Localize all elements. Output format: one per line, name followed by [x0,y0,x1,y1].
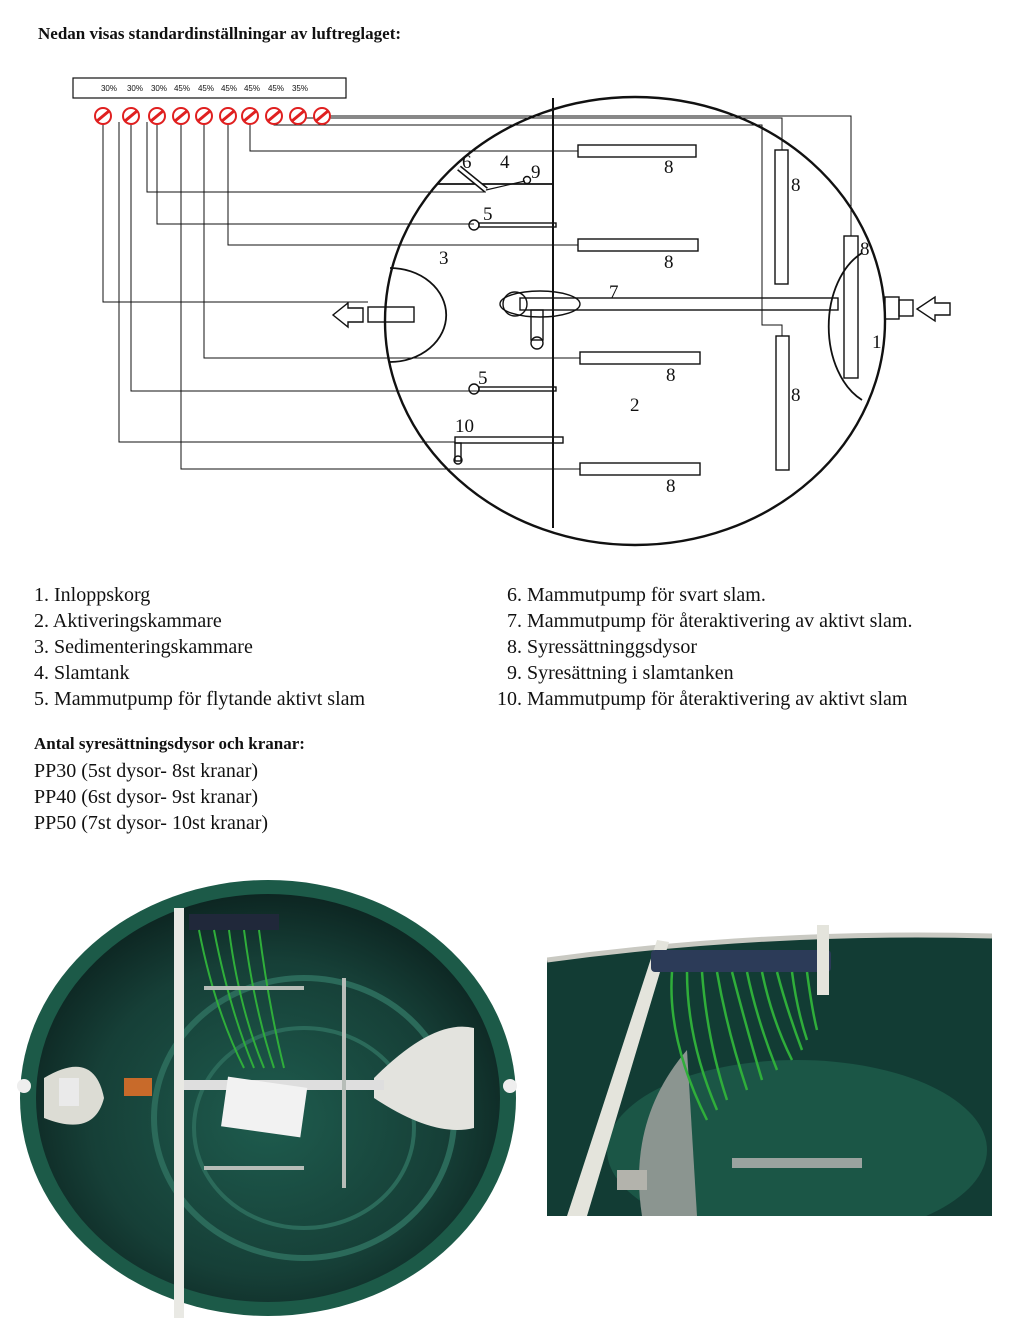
page-heading: Nedan visas standardinställningar av luf… [38,24,402,43]
aeration-nozzle [774,149,789,285]
aeration-nozzle [579,462,701,476]
air-hose [102,122,368,303]
air-hose [273,122,783,336]
air-hose [130,122,479,392]
valve-setting: 45% [268,84,284,93]
pump-5-upper [468,219,480,231]
outlet-chamber [389,267,448,363]
label-8: 8 [860,239,870,260]
label-6: 6 [462,152,472,173]
air-hose [118,122,455,443]
model-item: PP30 (5st dysor- 8st kranar) [34,760,259,782]
air-valve-icon [313,107,331,125]
legend-item: 5. Mammutpump för flytande aktivt slam [34,688,366,710]
air-valve-icon [265,107,283,125]
valve-setting: 45% [221,84,237,93]
valve-setting: 30% [151,84,167,93]
air-valve-icon [195,107,213,125]
valve-setting: 30% [127,84,143,93]
tank-outline [383,95,887,547]
air-hose [249,122,578,152]
label-8: 8 [666,476,676,497]
legend-item: 4. Slamtank [34,662,130,684]
tank-photo-top-view [17,880,517,1318]
pump-7-pipe [519,297,839,311]
label-3: 3 [439,248,449,269]
air-valve-icon [94,107,112,125]
outlet-pipe [367,306,415,323]
label-8: 8 [664,252,674,273]
air-hose [146,122,486,193]
legend-item: 2. Aktiveringskammare [34,610,222,632]
inlet-pipe [884,296,900,320]
legend-item: 7. Mammutpump för återaktivering av akti… [507,610,913,632]
legend-item: 1. Inloppskorg [34,584,151,606]
label-7: 7 [609,282,619,303]
valve-setting: 45% [244,84,260,93]
models-heading: Antal syresättningsdysor och kranar: [34,734,305,753]
label-8: 8 [666,365,676,386]
valve-setting: 45% [174,84,190,93]
pump-10 [454,436,564,444]
label-2: 2 [630,395,640,416]
label-8: 8 [791,175,801,196]
air-control-diagram: 30% 30% 30% 45% 45% 45% 45% 45% 35% 1 2 … [72,77,951,547]
label-8: 8 [791,385,801,406]
air-hose [180,122,580,470]
legend-item: 9. Syresättning i slamtanken [507,662,734,684]
air-valve-icon [219,107,237,125]
inlet-arrow [915,295,951,323]
air-valve-icon [172,107,190,125]
aeration-nozzle [577,144,697,158]
air-hose [156,122,474,225]
label-8: 8 [664,157,674,178]
legend-item: 3. Sedimenteringskammare [34,636,253,658]
pump-7-body [499,290,581,318]
air-valve-icon [148,107,166,125]
label-9: 9 [531,162,541,183]
outlet-arrow [331,301,364,329]
valve-setting: 30% [101,84,117,93]
legend-right: 6. Mammutpump för svart slam. 7. Mammutp… [490,582,912,712]
valve-box [72,77,347,99]
label-5-upper: 5 [483,204,493,225]
legend-item: 6. Mammutpump för svart slam. [507,584,766,606]
valve-row [94,107,331,125]
model-item: PP50 (7st dysor- 10st kranar) [34,812,269,834]
legend-item: 10. Mammutpump för återaktivering av akt… [497,688,908,710]
air-valve-icon [241,107,259,125]
legend-left: 1. Inloppskorg 2. Aktiveringskammare 3. … [34,582,365,712]
aeration-nozzle [577,238,699,252]
legend-item: 8. Syressättninggsdysor [507,636,697,658]
aeration-nozzle [775,335,790,471]
label-1: 1 [872,332,882,353]
label-4: 4 [500,152,510,173]
inlet-basket-wall [827,252,863,401]
sludge-tank-aeration [485,180,526,191]
aeration-nozzle [579,351,701,365]
air-valve-icon [289,107,307,125]
air-valve-icon [122,107,140,125]
label-10: 10 [455,416,474,437]
air-hose [297,117,783,150]
air-hose [330,115,852,236]
air-hose [203,122,580,359]
air-hose [227,122,578,246]
label-5-lower: 5 [478,368,488,389]
valve-setting: 35% [292,84,308,93]
model-list: PP30 (5st dysor- 8st kranar) PP40 (6st d… [34,758,268,836]
manifold-photo [547,920,992,1216]
valve-setting: 45% [198,84,214,93]
model-item: PP40 (6st dysor- 9st kranar) [34,786,259,808]
